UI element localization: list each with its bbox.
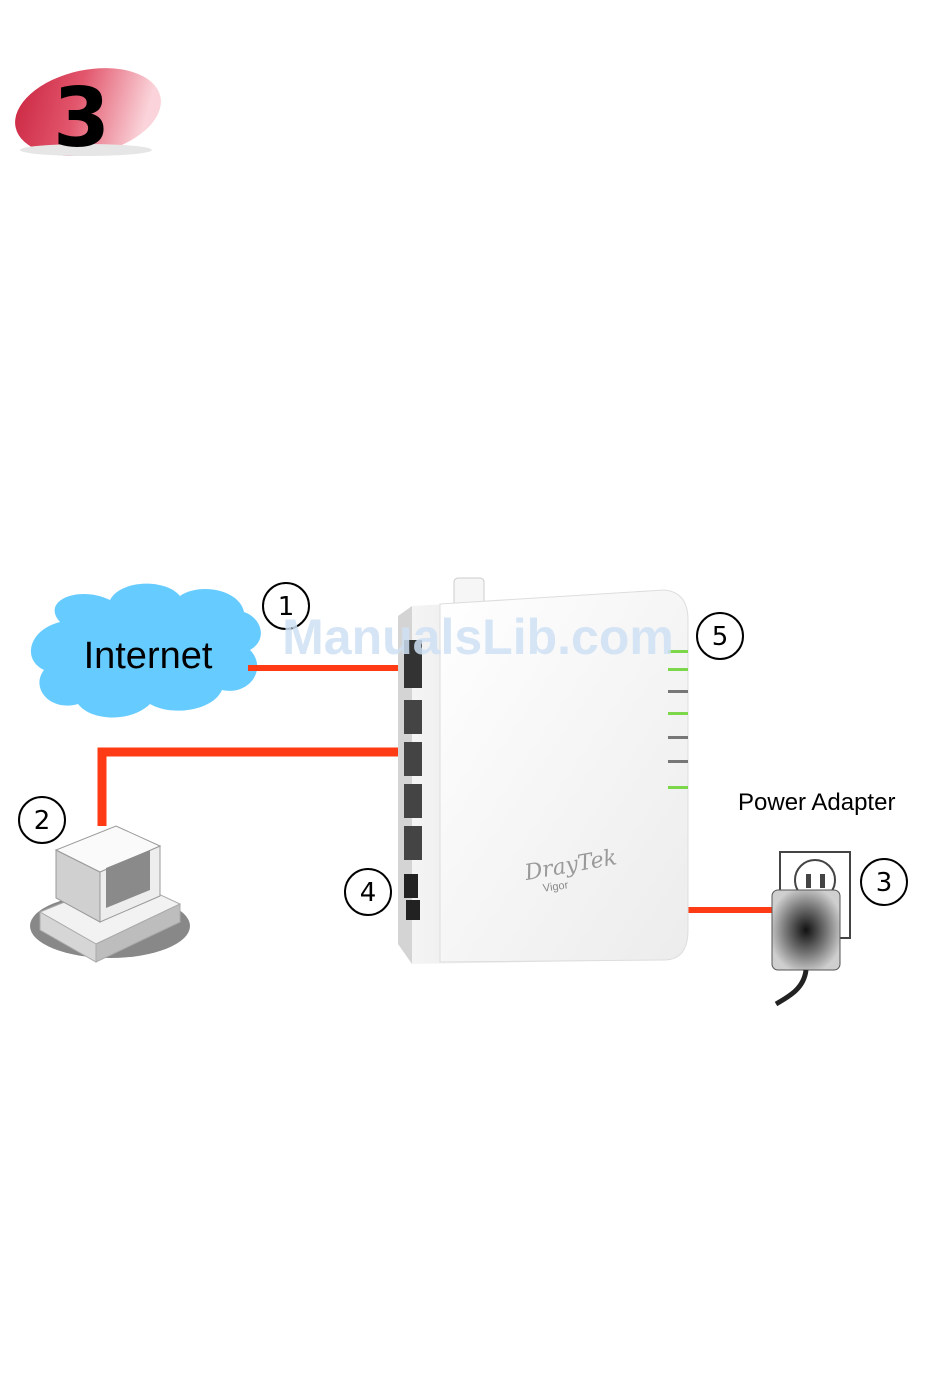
power-cord <box>776 970 806 1004</box>
plug-icon <box>772 890 840 970</box>
callout-2: 2 <box>19 797 65 843</box>
power-jack <box>406 900 420 920</box>
lan-port-4 <box>404 826 422 860</box>
internet-label: Internet <box>84 635 213 677</box>
callout-3-number: 3 <box>876 868 893 898</box>
callout-5: 5 <box>697 613 743 659</box>
lan-cable <box>102 752 412 826</box>
led-6 <box>668 760 688 763</box>
callout-4: 4 <box>345 869 391 915</box>
callout-5-number: 5 <box>712 622 729 652</box>
power-switch <box>404 874 418 898</box>
led-2 <box>668 668 688 671</box>
led-4 <box>668 712 688 715</box>
internet-cloud: Internet <box>31 584 261 718</box>
callout-2-number: 2 <box>34 806 51 836</box>
watermark: ManualsLib.com <box>282 609 674 665</box>
led-5 <box>668 736 688 739</box>
power-adapter-label: Power Adapter <box>738 789 895 816</box>
led-3 <box>668 690 688 693</box>
callout-3: 3 <box>861 859 907 905</box>
lan-port-2 <box>404 742 422 776</box>
lan-port-1 <box>404 700 422 734</box>
lan-port-3 <box>404 784 422 818</box>
computer-icon <box>30 826 190 962</box>
callout-4-number: 4 <box>360 878 377 908</box>
led-7 <box>668 786 688 789</box>
